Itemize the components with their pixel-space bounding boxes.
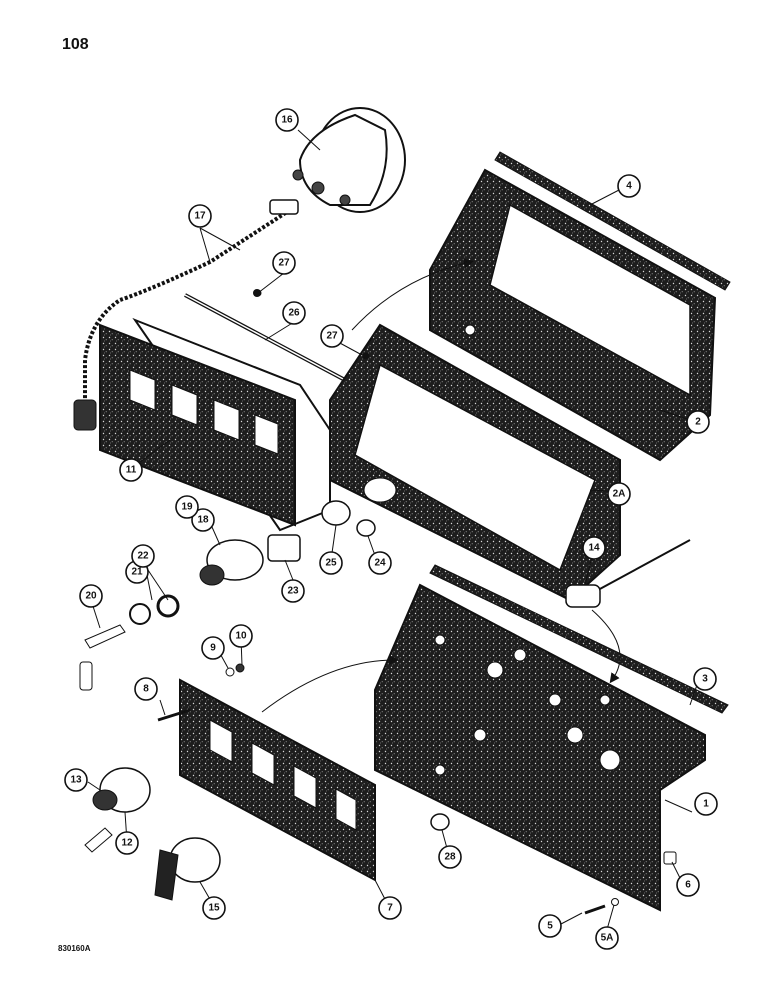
svg-text:20: 20 — [85, 591, 97, 602]
sender-part — [565, 539, 691, 608]
callout-27-lower: 27 — [320, 324, 344, 348]
svg-text:19: 19 — [181, 502, 193, 513]
svg-text:27: 27 — [278, 258, 290, 269]
callout-23: 23 — [281, 579, 305, 603]
strip-part-3 — [429, 564, 729, 714]
callout-11: 11 — [119, 458, 143, 482]
callout-1: 1 — [694, 792, 718, 816]
assembly-arrow-upper — [351, 258, 474, 331]
callout-15: 15 — [202, 896, 226, 920]
callout-25: 25 — [319, 551, 343, 575]
callout-27-upper: 27 — [272, 251, 296, 275]
small-parts — [157, 289, 677, 915]
strip-part-4 — [494, 151, 731, 291]
svg-text:27: 27 — [326, 331, 338, 342]
callout-18: 18 — [191, 508, 215, 532]
figure-code: 830160A — [58, 944, 91, 953]
callout-13: 13 — [64, 768, 88, 792]
assembly-arrow-middle — [261, 655, 399, 713]
callout-12: 12 — [115, 831, 139, 855]
callout-7: 7 — [378, 896, 402, 920]
svg-text:12: 12 — [121, 838, 133, 849]
svg-text:7: 7 — [387, 903, 393, 914]
svg-text:26: 26 — [288, 308, 300, 319]
callout-20: 20 — [79, 584, 103, 608]
svg-text:16: 16 — [281, 115, 293, 126]
svg-text:22: 22 — [137, 551, 149, 562]
callout-14: 14 — [582, 536, 606, 560]
callout-5a: 5A — [595, 926, 619, 950]
callout-26: 26 — [282, 301, 306, 325]
cable-part — [73, 199, 299, 431]
callout-24: 24 — [368, 551, 392, 575]
callout-5: 5 — [538, 914, 562, 938]
svg-text:23: 23 — [287, 586, 299, 597]
callout-16: 16 — [275, 108, 299, 132]
svg-text:17: 17 — [194, 211, 206, 222]
svg-text:4: 4 — [626, 181, 632, 192]
svg-text:6: 6 — [685, 880, 691, 891]
svg-text:10: 10 — [235, 631, 247, 642]
upper-panel-part — [429, 168, 717, 462]
svg-text:25: 25 — [325, 558, 337, 569]
svg-text:15: 15 — [208, 903, 220, 914]
callout-2: 2 — [686, 410, 710, 434]
callout-8: 8 — [134, 677, 158, 701]
switch-plate-part — [179, 678, 376, 882]
callout-6: 6 — [676, 873, 700, 897]
svg-text:2: 2 — [695, 417, 701, 428]
svg-text:28: 28 — [444, 852, 456, 863]
ignition-switch-part — [199, 534, 301, 586]
key-set-part — [79, 594, 180, 691]
svg-text:1: 1 — [703, 799, 709, 810]
assembly-arrow-sender — [591, 609, 621, 684]
callout-28: 28 — [438, 845, 462, 869]
svg-text:11: 11 — [126, 465, 137, 476]
bottom-panel-part — [374, 583, 706, 912]
svg-text:5: 5 — [547, 921, 553, 932]
svg-text:14: 14 — [588, 543, 600, 554]
svg-text:3: 3 — [702, 674, 708, 685]
callout-9: 9 — [201, 636, 225, 660]
rotary-switch-part — [154, 837, 221, 901]
callout-22: 22 — [131, 544, 155, 568]
callout-2a: 2A — [607, 482, 631, 506]
callout-19: 19 — [175, 495, 199, 519]
gauge-part — [292, 107, 406, 213]
svg-text:24: 24 — [374, 558, 386, 569]
instrument-cluster-part — [99, 317, 331, 532]
svg-text:2A: 2A — [613, 489, 626, 500]
callout-17: 17 — [188, 204, 212, 228]
svg-text:8: 8 — [143, 684, 149, 695]
callout-3: 3 — [693, 667, 717, 691]
svg-text:13: 13 — [70, 775, 82, 786]
callout-4: 4 — [617, 174, 641, 198]
callout-10: 10 — [229, 624, 253, 648]
svg-text:5A: 5A — [601, 933, 614, 944]
svg-text:9: 9 — [210, 643, 216, 654]
page-number: 108 — [62, 36, 89, 53]
svg-text:18: 18 — [197, 515, 209, 526]
svg-text:21: 21 — [131, 567, 143, 578]
